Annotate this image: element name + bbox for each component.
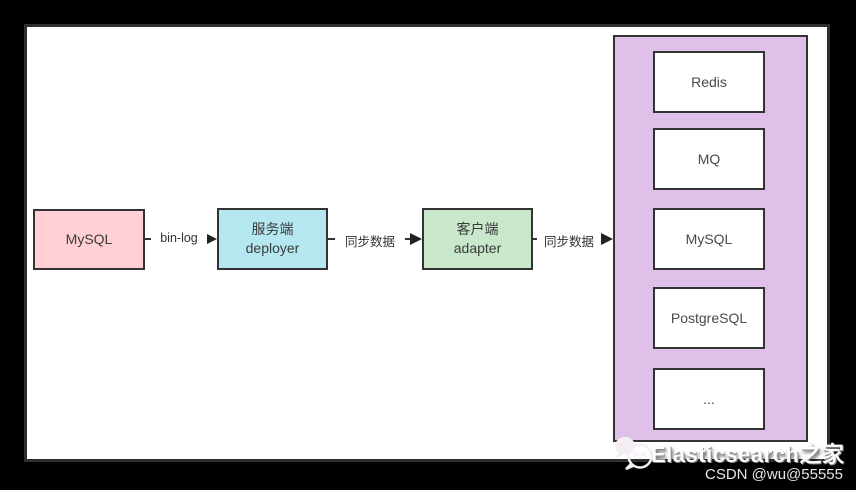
watermark-brand-text: Elasticsearch之家: [651, 442, 845, 467]
binlog-arrow-head-icon: [205, 233, 217, 245]
sink-target-box-redis: Redis: [653, 51, 765, 113]
sink-target-box-postgresql: PostgreSQL: [653, 287, 765, 349]
deployer-label-en: deployer: [245, 240, 300, 256]
sync-arrow-2-label: 同步数据: [537, 231, 601, 250]
sync-arrow-1-head-icon: [410, 233, 422, 245]
sync-arrow-2-head-icon: [601, 233, 613, 245]
sync-arrow-1-label: 同步数据: [335, 231, 405, 250]
deployer-box: 服务端 deployer: [217, 208, 328, 270]
mysql-source-box: MySQL: [33, 209, 145, 270]
watermark-attribution-text: CSDN @wu@55555: [704, 466, 843, 483]
adapter-box: 客户端 adapter: [422, 208, 533, 270]
adapter-label-en: adapter: [453, 240, 502, 256]
sink-target-box-mq: MQ: [653, 128, 765, 190]
sink-target-label: MySQL: [685, 231, 733, 247]
sink-target-label: PostgreSQL: [670, 310, 748, 326]
deployer-label-cn: 服务端: [251, 221, 294, 237]
binlog-arrow-label: bin-log: [151, 231, 207, 245]
adapter-label-cn: 客户端: [456, 221, 499, 237]
wechat-icon: [615, 437, 653, 471]
sink-target-label: MQ: [697, 151, 721, 167]
sink-target-box-more: ...: [653, 368, 765, 430]
sink-target-box-mysql: MySQL: [653, 208, 765, 270]
sink-target-label: Redis: [691, 74, 727, 90]
mysql-source-label: MySQL: [65, 231, 113, 247]
sink-target-label: ...: [703, 391, 715, 407]
